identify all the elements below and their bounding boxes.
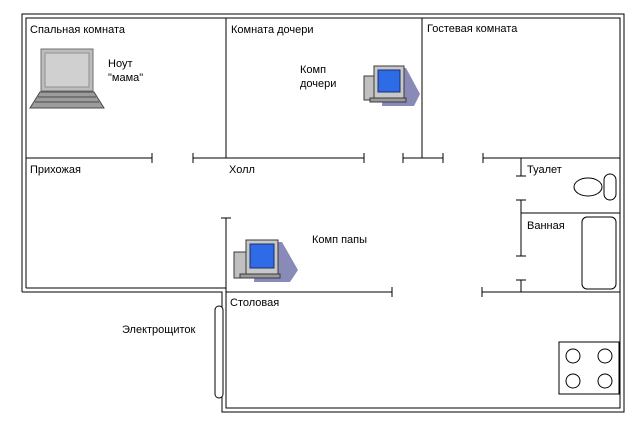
room-label-bathroom: Ванная (527, 220, 565, 232)
stove-fixture (558, 341, 620, 395)
bathtub-fixture (581, 216, 617, 290)
room-label-toilet: Туалет (527, 164, 562, 176)
desktop-computer-icon-dad (233, 239, 298, 282)
interior-walls (26, 18, 620, 297)
device-label-laptop-mom-line2: "мама" (108, 72, 144, 84)
room-label-guest-room: Гостевая комната (427, 23, 518, 35)
device-label-laptop-mom-line1: Ноут (108, 58, 133, 70)
device-label-pc-daughter-line2: дочери (300, 78, 337, 90)
laptop-icon (29, 48, 105, 109)
desktop-computer-icon-daughter (363, 65, 420, 106)
toilet-fixture (573, 173, 617, 201)
fixture-label-electrical-panel: Электрощиток (122, 324, 196, 336)
room-label-hall: Холл (229, 164, 255, 176)
device-label-pc-dad: Комп папы (312, 234, 368, 246)
room-label-daughter-room: Комната дочери (231, 24, 314, 36)
room-label-dining-room: Столовая (230, 297, 280, 309)
room-label-entrance-hall: Прихожая (30, 164, 81, 176)
device-label-pc-daughter-line1: Комп (300, 64, 327, 76)
electrical-panel-fixture (214, 305, 224, 399)
room-label-bedroom: Спальная комната (30, 24, 125, 36)
